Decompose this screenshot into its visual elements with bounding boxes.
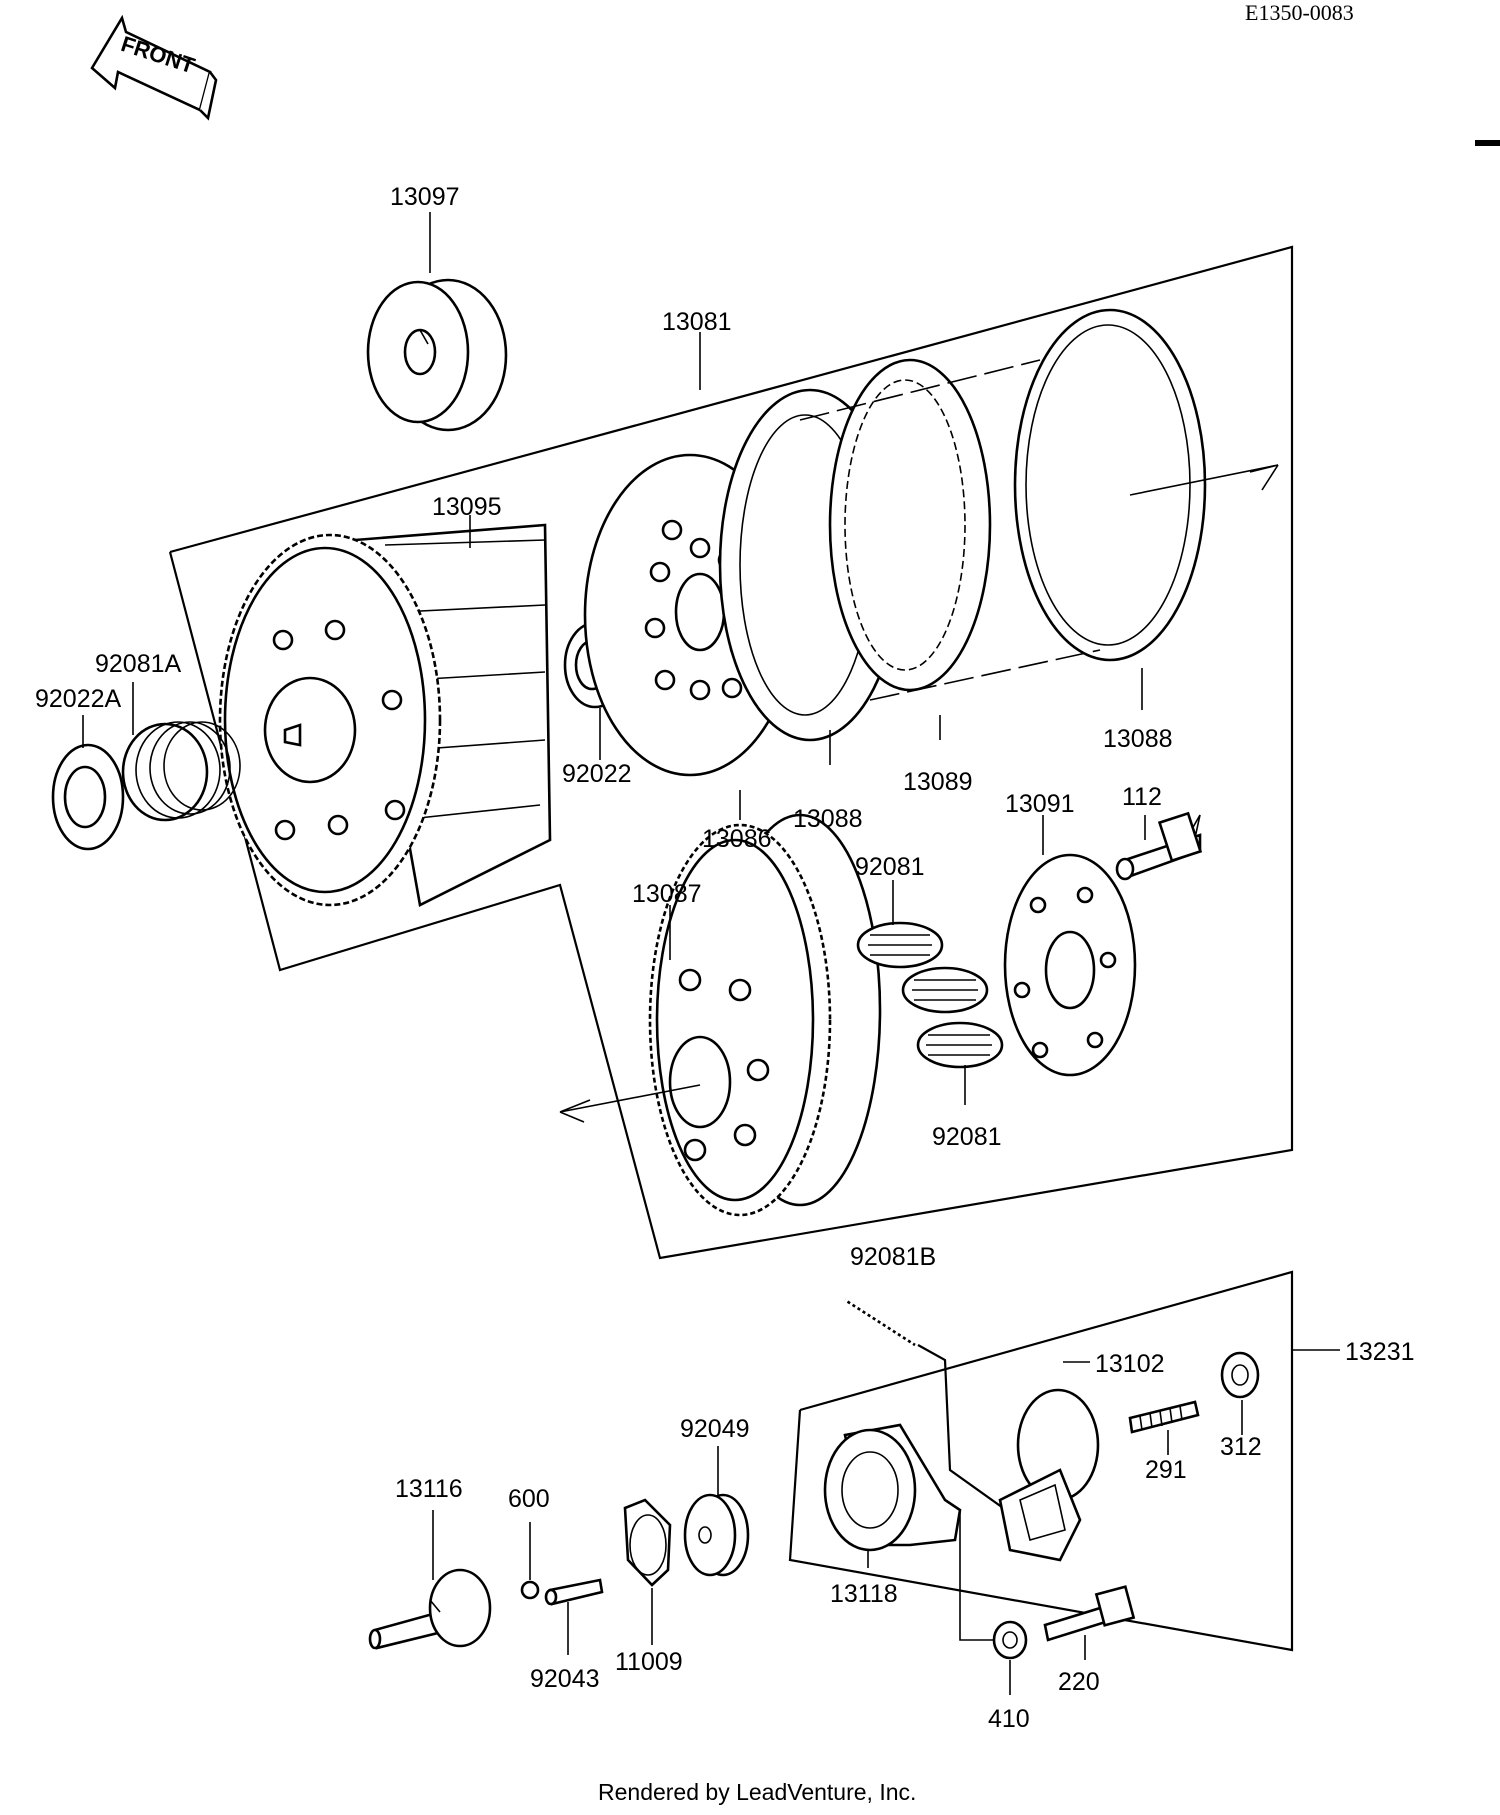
leader-lines	[82, 212, 1340, 1695]
release-body-13118	[823, 1423, 962, 1552]
alignment-line	[869, 649, 1101, 701]
ball-600	[520, 1580, 540, 1600]
part-label-92022A: 92022A	[35, 685, 122, 713]
part-label-92081B: 92081B	[850, 1243, 936, 1271]
stud-291	[1128, 1400, 1200, 1434]
release-lever-13102	[998, 1388, 1100, 1562]
plate-13091	[1003, 853, 1137, 1077]
front-arrow-icon: FRONT	[90, 14, 218, 121]
spring-92081B	[842, 1296, 1021, 1521]
part-label-312: 312	[1220, 1433, 1262, 1461]
part-label-13118: 13118	[830, 1580, 898, 1608]
drive-gear-13097	[366, 278, 508, 432]
washer-92022A	[51, 743, 125, 851]
part-label-112: 112	[1122, 783, 1162, 811]
part-label-13081: 13081	[662, 308, 732, 336]
bolt-112	[1115, 811, 1203, 881]
steel-plate-13089	[828, 358, 992, 692]
part-label-291: 291	[1145, 1456, 1187, 1484]
push-rod-13116	[368, 1568, 492, 1650]
release-assembly-outline	[788, 1270, 1294, 1652]
part-label-13086: 13086	[702, 825, 772, 853]
seal-92049	[683, 1493, 750, 1577]
clutch-hub-13087	[559, 813, 882, 1217]
part-label-13231: 13231	[1345, 1338, 1415, 1366]
clutch-housing-13095	[218, 523, 552, 907]
spring-92081A	[121, 721, 241, 822]
part-label-92049: 92049	[680, 1415, 750, 1443]
springs-92081	[856, 921, 1004, 1069]
part-label-13088-front: 13088	[793, 805, 863, 833]
part-label-13089: 13089	[903, 768, 973, 796]
part-label-11009: 11009	[615, 1648, 683, 1676]
part-label-92081-bottom: 92081	[932, 1123, 1002, 1151]
alignment-line-top	[799, 359, 1041, 421]
nut-312	[1220, 1351, 1260, 1399]
clutch-assembly-outline	[168, 245, 1294, 1260]
part-label-13097: 13097	[390, 183, 460, 211]
gasket-11009	[623, 1498, 672, 1587]
part-label-13095: 13095	[432, 493, 502, 521]
diagram-code: E1350-0083	[1245, 0, 1354, 25]
part-label-92022: 92022	[562, 760, 632, 788]
part-label-220: 220	[1058, 1668, 1100, 1696]
part-label-92043: 92043	[530, 1665, 600, 1693]
part-label-13091: 13091	[1005, 790, 1075, 818]
part-label-92081-top: 92081	[855, 853, 925, 881]
part-label-92081A: 92081A	[95, 650, 182, 678]
pin-92043	[544, 1578, 604, 1606]
bolt-220	[959, 1510, 1136, 1642]
part-label-600: 600	[508, 1485, 550, 1513]
part-label-13087: 13087	[632, 880, 702, 908]
part-label-13116: 13116	[395, 1475, 463, 1503]
edge-mark	[1475, 140, 1500, 146]
part-label-410: 410	[988, 1705, 1030, 1733]
footer-credit: Rendered by LeadVenture, Inc.	[598, 1779, 916, 1805]
part-label-13102: 13102	[1095, 1350, 1165, 1378]
washer-410	[992, 1620, 1028, 1660]
part-label-13088-rear: 13088	[1103, 725, 1173, 753]
friction-plate-13088-rear	[1013, 308, 1279, 662]
